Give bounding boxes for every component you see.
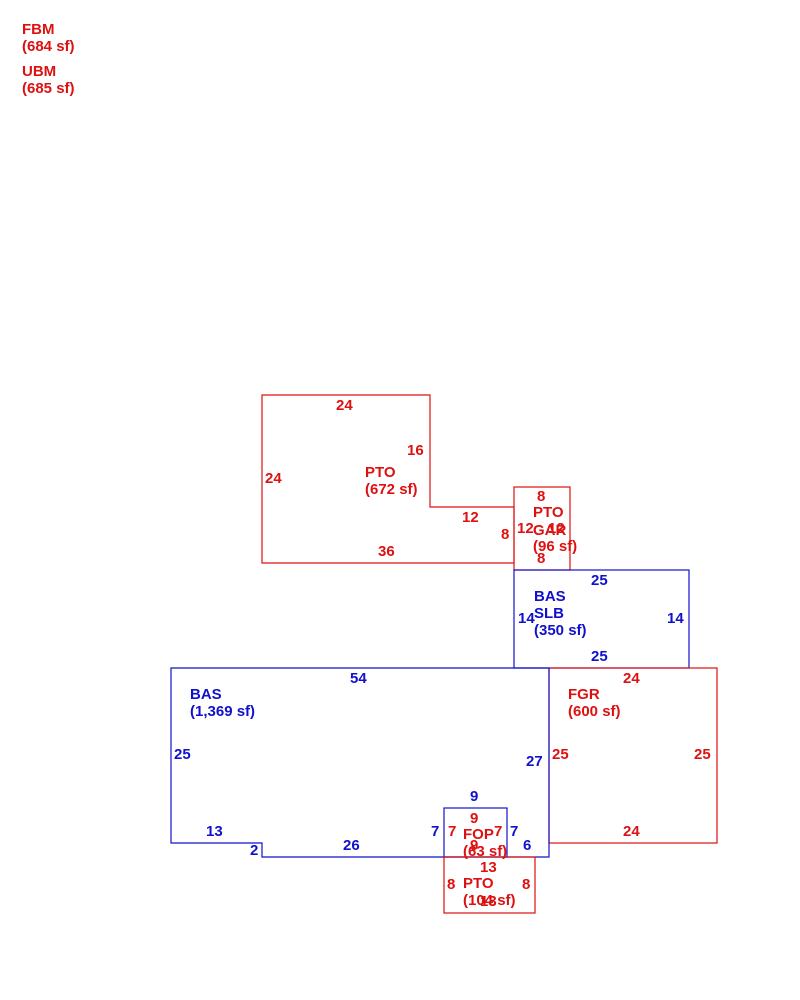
bas-main-dim-fop-top: 9 bbox=[470, 788, 478, 805]
bas-slb-dim-right: 14 bbox=[667, 610, 684, 627]
bas-slb-sub: SLB bbox=[534, 605, 564, 622]
fop-dim-left: 7 bbox=[448, 823, 456, 840]
bas-main-dim-fop-left: 7 bbox=[431, 823, 439, 840]
pto-main-name: PTO bbox=[365, 464, 396, 481]
fop-name: FOP bbox=[463, 826, 494, 843]
pto-main-dim-top: 24 bbox=[336, 397, 353, 414]
pto-small-dim-right: 12 bbox=[548, 520, 565, 537]
pto-bottom-outline bbox=[443, 856, 536, 914]
legend-ubm-area: (685 sf) bbox=[22, 80, 75, 97]
bas-slb-dim-bottom: 25 bbox=[591, 648, 608, 665]
pto-main-dim-left: 24 bbox=[265, 470, 282, 487]
pto-bottom-dim-bottom: 13 bbox=[480, 893, 497, 910]
pto-bottom-dim-left: 8 bbox=[447, 876, 455, 893]
pto-main-dim-inner: 8 bbox=[501, 526, 509, 543]
legend-ubm: UBM (685 sf) bbox=[22, 63, 75, 97]
legend-fbm-area: (684 sf) bbox=[22, 38, 75, 55]
pto-main-dim-bottom: 36 bbox=[378, 543, 395, 560]
fgr-dim-right: 25 bbox=[694, 746, 711, 763]
pto-small-dim-left: 12 bbox=[517, 520, 534, 537]
legend-fbm: FBM (684 sf) bbox=[22, 21, 75, 55]
bas-slb-area: (350 sf) bbox=[534, 622, 587, 639]
bas-main-name: BAS bbox=[190, 686, 222, 703]
bas-main-dim-top: 54 bbox=[350, 670, 367, 687]
pto-main-dim-step: 12 bbox=[462, 509, 479, 526]
fop-dim-bottom: 9 bbox=[470, 837, 478, 854]
fop-dim-right: 7 bbox=[494, 823, 502, 840]
bas-main-dim-bottom: 26 bbox=[343, 837, 360, 854]
bas-main-outline bbox=[170, 667, 550, 858]
gar-name: GAR bbox=[533, 522, 567, 539]
pto-small-dim-top: 8 bbox=[537, 488, 545, 505]
bas-slb-name: BAS bbox=[534, 588, 566, 605]
fop-dim-right-blue: 7 bbox=[510, 823, 518, 840]
legend-ubm-code: UBM bbox=[22, 63, 57, 80]
fgr-dim-bottom: 24 bbox=[623, 823, 640, 840]
pto-bottom-area: (104 sf) bbox=[463, 892, 516, 909]
bas-main-dim-left: 25 bbox=[174, 746, 191, 763]
pto-small-dim-bottom: 8 bbox=[537, 550, 545, 567]
fgr-dim-left: 25 bbox=[552, 746, 569, 763]
bas-main-dim-bottom-left: 13 bbox=[206, 823, 223, 840]
gar-area: (96 sf) bbox=[533, 538, 577, 555]
fop-area: (63 sf) bbox=[463, 843, 507, 860]
bas-main-dim-right: 27 bbox=[526, 753, 543, 770]
fop-dim-top: 9 bbox=[470, 810, 478, 827]
pto-bottom-dim-top: 13 bbox=[480, 859, 497, 876]
legend-fbm-code: FBM bbox=[22, 21, 55, 38]
bas-main-dim-bottom-right: 6 bbox=[523, 837, 531, 854]
bas-main-dim-jog: 2 bbox=[250, 842, 258, 859]
bas-slb-dim-top: 25 bbox=[591, 572, 608, 589]
fgr-dim-top: 24 bbox=[623, 670, 640, 687]
pto-main-area: (672 sf) bbox=[365, 481, 418, 498]
pto-bottom-name: PTO bbox=[463, 875, 494, 892]
pto-main-dim-right: 16 bbox=[407, 442, 424, 459]
fgr-name: FGR bbox=[568, 686, 600, 703]
fgr-area: (600 sf) bbox=[568, 703, 621, 720]
bas-slb-dim-left: 14 bbox=[518, 610, 535, 627]
pto-bottom-dim-right: 8 bbox=[522, 876, 530, 893]
pto-small-name: PTO bbox=[533, 504, 564, 521]
bas-main-area: (1,369 sf) bbox=[190, 703, 255, 720]
